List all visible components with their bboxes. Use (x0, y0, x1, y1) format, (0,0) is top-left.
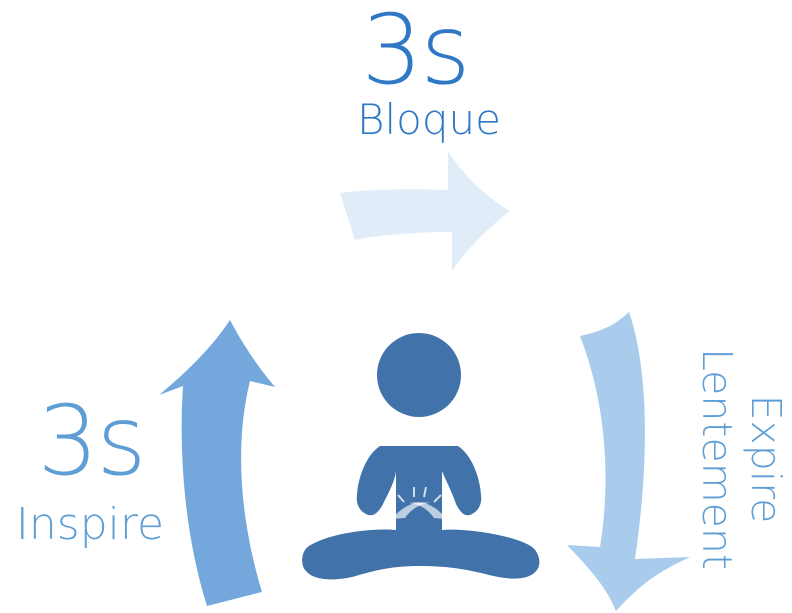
right-vertical-label: Expire Lentement (692, 335, 790, 583)
right-arrow-icon (567, 312, 690, 611)
top-arrow-icon (340, 151, 510, 271)
top-label: Bloque (357, 95, 501, 144)
left-duration: 3s (37, 385, 146, 497)
left-arrow-icon (159, 320, 275, 606)
right-label-line-2: Lentement (692, 348, 741, 570)
left-label: Inspire (15, 499, 165, 550)
top-duration: 3s (361, 0, 470, 106)
right-label-line-1: Expire (742, 394, 790, 524)
seated-meditation-person-icon (302, 333, 540, 580)
